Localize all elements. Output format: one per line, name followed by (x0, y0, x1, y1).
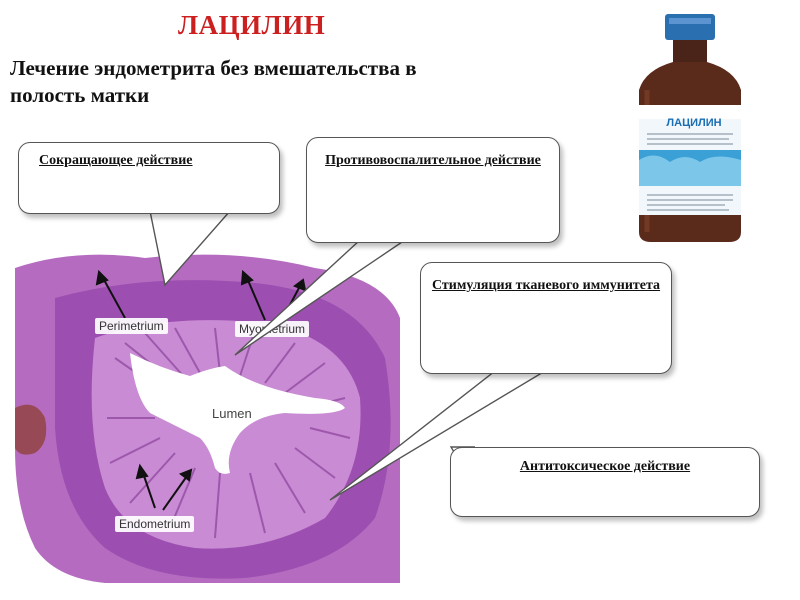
callout-antitoxic: Антитоксическое действие (450, 447, 760, 517)
callout-tissue-immunity-text: Стимуляция тканевого иммунитета (431, 278, 661, 293)
slide-title: ЛАЦИЛИН (178, 10, 326, 40)
callout-tissue-immunity: Стимуляция тканевого иммунитета (420, 262, 672, 374)
callout-anti-inflammatory-text: Противовоспалительное действие (325, 153, 541, 168)
callout-contracting: Сокращающее действие (18, 142, 280, 214)
lumen-label: Lumen (212, 406, 252, 421)
myometrium-label: Myometrium (235, 321, 310, 337)
subtitle-line-2: полость матки (10, 83, 150, 107)
callout-contracting-text: Сокращающее действие (39, 153, 193, 168)
perimetrium-label: Perimetrium (95, 318, 168, 334)
bottle-brand-label: ЛАЦИЛИН (666, 117, 722, 129)
uterus-histology-image: Perimetrium Myometrium Lumen Endometrium (15, 248, 400, 583)
callout-anti-inflammatory: Противовоспалительное действие (306, 137, 560, 243)
endometrium-label: Endometrium (115, 516, 195, 532)
slide-subtitle: Лечение эндометрита без вмешательства в … (10, 55, 570, 109)
callout-antitoxic-text: Антитоксическое действие (519, 459, 691, 474)
subtitle-line-1: Лечение эндометрита без вмешательства в (10, 56, 417, 80)
medicine-bottle-image (639, 14, 741, 242)
